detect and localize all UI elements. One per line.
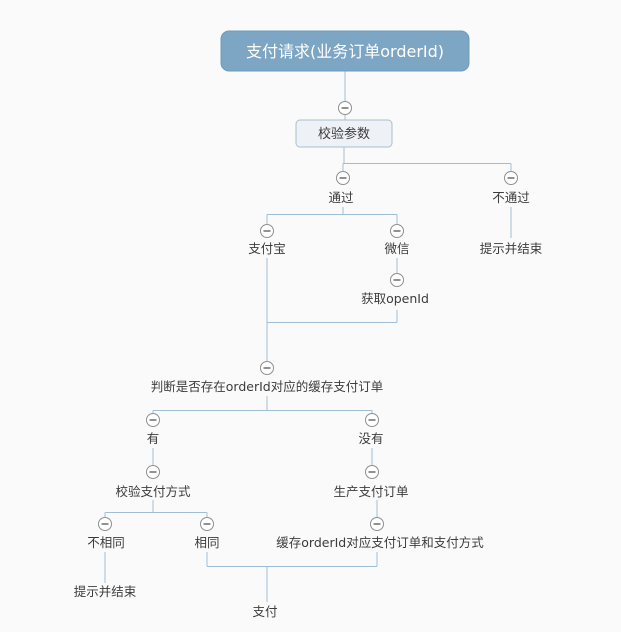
collapse-minus-icon-fail[interactable] — [504, 171, 518, 185]
collapse-minus-icon-root[interactable] — [338, 101, 352, 115]
node-validate-params[interactable]: 校验参数 — [295, 119, 393, 148]
collapse-minus-icon-openid[interactable] — [390, 273, 404, 287]
collapse-minus-icon-judge[interactable] — [260, 361, 274, 375]
node-alipay-label[interactable]: 支付宝 — [248, 241, 286, 256]
connectors — [104, 71, 512, 602]
node-create-order-label[interactable]: 生产支付订单 — [333, 484, 408, 499]
collapse-minus-icon-has[interactable] — [146, 413, 160, 427]
node-root-label[interactable]: 支付请求(业务订单orderId) — [246, 42, 444, 61]
collapse-minus-icon-verify-method[interactable] — [146, 465, 160, 479]
node-validate-params-box[interactable] — [295, 119, 393, 148]
node-root-box[interactable] — [220, 30, 470, 72]
connector-merge-pay — [206, 552, 378, 602]
node-fail-end-label[interactable]: 提示并结束 — [480, 241, 543, 256]
node-different-label[interactable]: 不相同 — [87, 535, 125, 550]
connector-merge-judge — [266, 258, 398, 361]
node-validate-params-label[interactable]: 校验参数 — [318, 126, 370, 142]
node-root[interactable]: 支付请求(业务订单orderId) — [220, 30, 470, 72]
node-has-label[interactable]: 有 — [147, 431, 160, 446]
connector-judge-split — [152, 396, 373, 413]
connector-pass-split — [266, 207, 398, 224]
collapse-icons — [98, 101, 518, 531]
node-cache-order-label[interactable]: 缓存orderId对应支付订单和支付方式 — [276, 535, 484, 550]
connector-verify-split — [104, 500, 208, 517]
collapse-minus-icon-alipay[interactable] — [260, 224, 274, 238]
connector-validate-split — [342, 147, 512, 171]
collapse-minus-icon-create-order[interactable] — [365, 465, 379, 479]
collapse-minus-icon-none[interactable] — [365, 413, 379, 427]
collapse-minus-icon-same[interactable] — [200, 517, 214, 531]
node-pass-label[interactable]: 通过 — [328, 190, 354, 205]
node-pay-label[interactable]: 支付 — [252, 604, 277, 619]
node-same-label[interactable]: 相同 — [194, 535, 219, 550]
collapse-minus-icon-wechat[interactable] — [390, 224, 404, 238]
node-fail-label[interactable]: 不通过 — [492, 190, 530, 205]
node-judge-label[interactable]: 判断是否存在orderId对应的缓存支付订单 — [151, 379, 383, 394]
collapse-minus-icon-pass[interactable] — [336, 171, 350, 185]
node-wechat-label[interactable]: 微信 — [384, 241, 409, 256]
collapse-minus-icon-cache-order[interactable] — [370, 517, 384, 531]
node-diff-end-label[interactable]: 提示并结束 — [74, 584, 137, 599]
collapse-minus-icon-different[interactable] — [98, 517, 112, 531]
node-verify-method-label[interactable]: 校验支付方式 — [115, 484, 191, 499]
node-none-label[interactable]: 没有 — [358, 431, 383, 446]
node-openid-label[interactable]: 获取openId — [361, 291, 429, 306]
text-nodes: 通过 不通过 提示并结束 支付宝 微信 获取openId 判断是否存在order… — [74, 190, 543, 619]
